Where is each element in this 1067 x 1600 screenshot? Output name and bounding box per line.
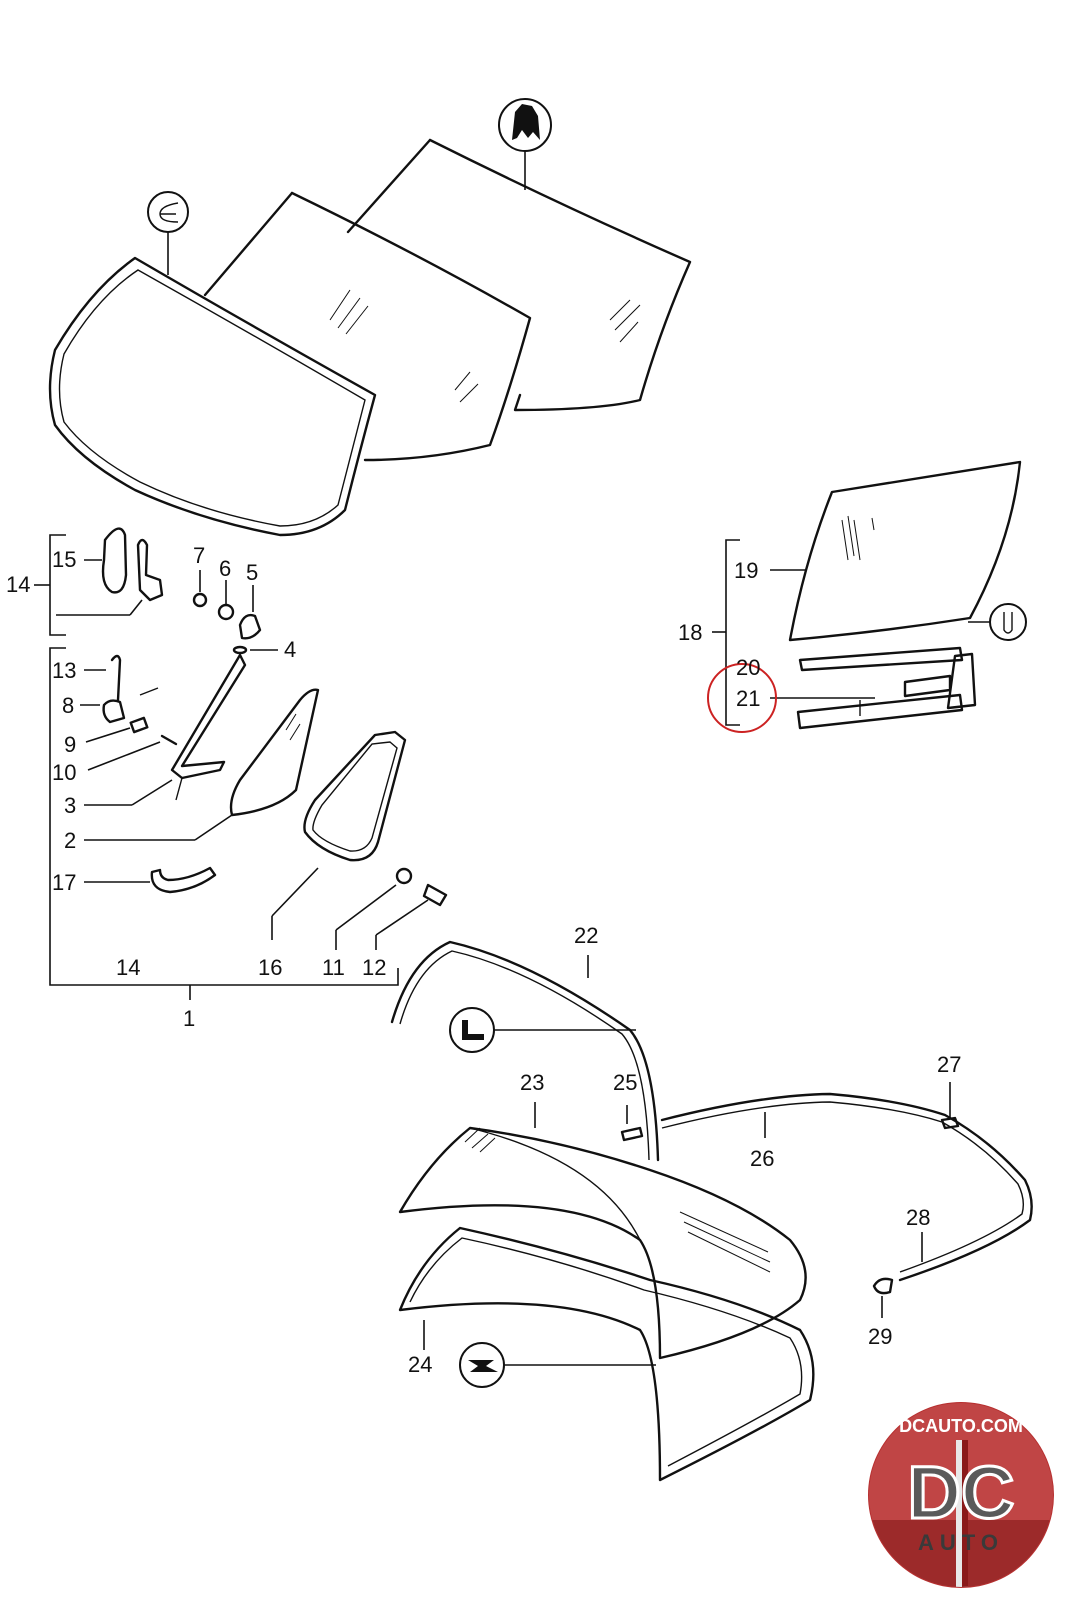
vent-part-4 — [232, 645, 278, 655]
seal-symbol — [147, 191, 189, 275]
clip-29 — [872, 1277, 894, 1318]
seal-22 — [390, 940, 660, 1162]
door-glass-19 — [770, 460, 1022, 642]
label-24: 24 — [408, 1352, 432, 1377]
label-10: 10 — [52, 760, 76, 785]
label-1: 1 — [183, 1006, 195, 1031]
label-23: 23 — [520, 1070, 544, 1095]
door-symbol — [989, 603, 1027, 641]
label-22: 22 — [574, 923, 598, 948]
label-21: 21 — [736, 686, 760, 711]
vent-part-lever — [56, 538, 164, 616]
logo-bottom-text: AUTO — [918, 1530, 1004, 1555]
label-17: 17 — [52, 870, 76, 895]
rear-seal-24 — [398, 1226, 815, 1482]
label-13: 13 — [52, 658, 76, 683]
clip-27 — [940, 1082, 960, 1130]
windshield-seal — [48, 256, 377, 537]
label-4: 4 — [284, 637, 296, 662]
glass-symbol — [498, 98, 552, 190]
windshield-inner-glass — [203, 191, 532, 462]
vent-part-10 — [87, 734, 178, 771]
label-11: 11 — [322, 955, 345, 980]
vent-frame-3 — [84, 653, 247, 806]
label-29: 29 — [868, 1324, 892, 1349]
label-26: 26 — [750, 1146, 774, 1171]
label-9: 9 — [64, 732, 76, 757]
label-20: 20 — [736, 655, 760, 680]
label-14-top: 14 — [6, 572, 30, 597]
label-15: 15 — [52, 547, 76, 572]
door-glass-lifter-21 — [770, 652, 977, 730]
vent-seal-16 — [271, 730, 407, 940]
highlight-circle — [707, 663, 777, 733]
logo-letters: DC — [908, 1451, 1015, 1534]
windshield-glass — [346, 138, 692, 412]
vent-part-13 — [84, 654, 159, 702]
label-6: 6 — [219, 556, 231, 581]
vent-part-7 — [192, 570, 208, 608]
label-5: 5 — [246, 560, 258, 585]
label-14-bottom: 14 — [116, 955, 140, 980]
rear-glass-23 — [398, 1102, 807, 1360]
label-3: 3 — [64, 793, 76, 818]
vent-glass-2 — [84, 688, 320, 841]
label-28: 28 — [906, 1205, 930, 1230]
vent-part-12 — [375, 883, 448, 950]
label-16: 16 — [258, 955, 282, 980]
label-7: 7 — [193, 543, 205, 568]
vent-part-11 — [335, 867, 413, 950]
label-8: 8 — [62, 693, 74, 718]
bracket-18 — [712, 539, 740, 726]
door-glass-channel-20 — [798, 621, 990, 672]
rear-seal-symbol — [459, 1342, 656, 1388]
label-18: 18 — [678, 620, 702, 645]
vent-part-8 — [80, 699, 126, 724]
vent-part-6 — [217, 580, 235, 621]
vent-part-9 — [85, 716, 149, 743]
vent-part-5 — [238, 585, 262, 640]
vent-part-17 — [84, 866, 217, 894]
label-25: 25 — [613, 1070, 637, 1095]
label-12: 12 — [362, 955, 386, 980]
vent-part-15 — [84, 527, 128, 594]
logo-top-text: DCAUTO.COM — [899, 1416, 1023, 1436]
bracket-1-main — [49, 647, 399, 1000]
label-19: 19 — [734, 558, 758, 583]
label-2: 2 — [64, 828, 76, 853]
trim-26 — [660, 1092, 1033, 1282]
label-27: 27 — [937, 1052, 961, 1077]
dcauto-logo: DCAUTO.COM DC AUTO — [868, 1402, 1054, 1588]
seal-22-symbol — [449, 1007, 636, 1053]
clip-25 — [620, 1105, 644, 1142]
bracket-14-top — [34, 534, 66, 636]
